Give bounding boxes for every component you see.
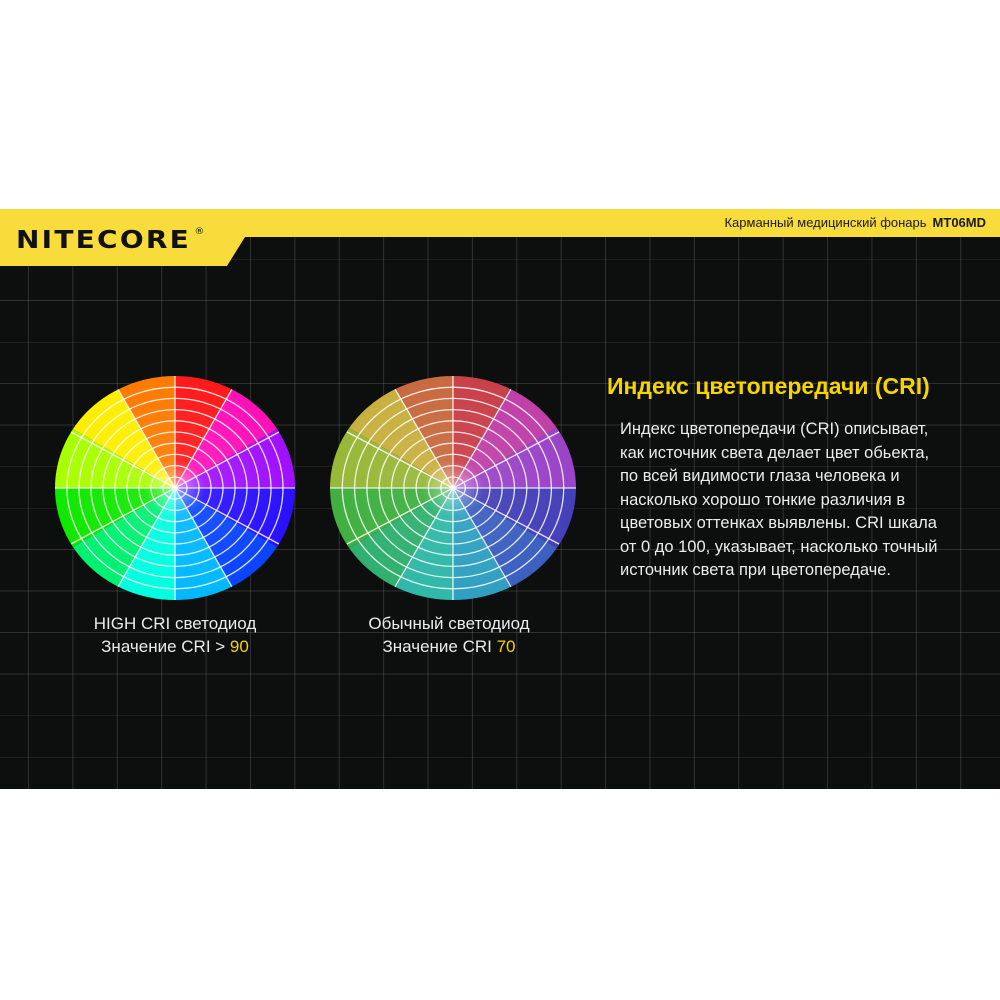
paragraph-line: источник света при цветопередаче.: [620, 561, 891, 579]
standard-label: Обычный светодиод: [368, 614, 530, 633]
nitecore-logo: NITECORE®: [16, 225, 204, 254]
paragraph-line: по всей видимости глаза человека и: [620, 467, 900, 485]
header-banner: NITECORE® Карманный медицинский фонарь MT…: [0, 209, 1000, 267]
standard-caption: Обычный светодиод Значение CRI 70: [349, 612, 549, 658]
paragraph-line: цветовых оттенках выявлены. CRI шкала: [620, 514, 937, 532]
high-cri-color-wheel: [54, 375, 296, 601]
standard-value-line: Значение CRI 70: [349, 635, 549, 658]
standard-color-wheel: [327, 375, 579, 601]
paragraph-line: от 0 до 100, указывает, насколько точный: [620, 537, 938, 556]
high-cri-caption: HIGH CRI светодиод Значение CRI > 90: [75, 612, 275, 658]
cri-prefix: Значение CRI: [382, 637, 497, 656]
cri-prefix: Значение CRI >: [101, 637, 230, 656]
model-name: MT06MD: [932, 215, 986, 230]
paragraph-line: как источник света делает цвет обьекта,: [620, 443, 930, 462]
cri-value: 70: [496, 637, 516, 656]
product-title: Карманный медицинский фонарь MT06MD: [724, 215, 986, 230]
cri-value: 90: [229, 637, 249, 656]
paragraph-line: насколько хорошо тонкие различия в: [620, 490, 906, 509]
registered-mark: ®: [194, 227, 205, 237]
high-cri-label: HIGH CRI светодиод: [93, 614, 257, 633]
brand-name: NITECORE: [16, 225, 192, 254]
info-paragraph: Индекс цветопередачи (CRI) описывает, ка…: [620, 418, 980, 583]
color-wheel-muted-icon: [330, 376, 576, 600]
color-wheel-vivid-icon: [55, 376, 295, 600]
banner-shape: [0, 209, 1000, 266]
high-cri-value-line: Значение CRI > 90: [75, 635, 275, 658]
slide: NITECORE® Карманный медицинский фонарь MT…: [0, 209, 1000, 789]
paragraph-line: Индекс цветопередачи (CRI) описывает,: [620, 420, 929, 438]
product-description: Карманный медицинский фонарь: [724, 215, 927, 230]
info-heading: Индекс цветопередачи (CRI): [607, 373, 930, 399]
